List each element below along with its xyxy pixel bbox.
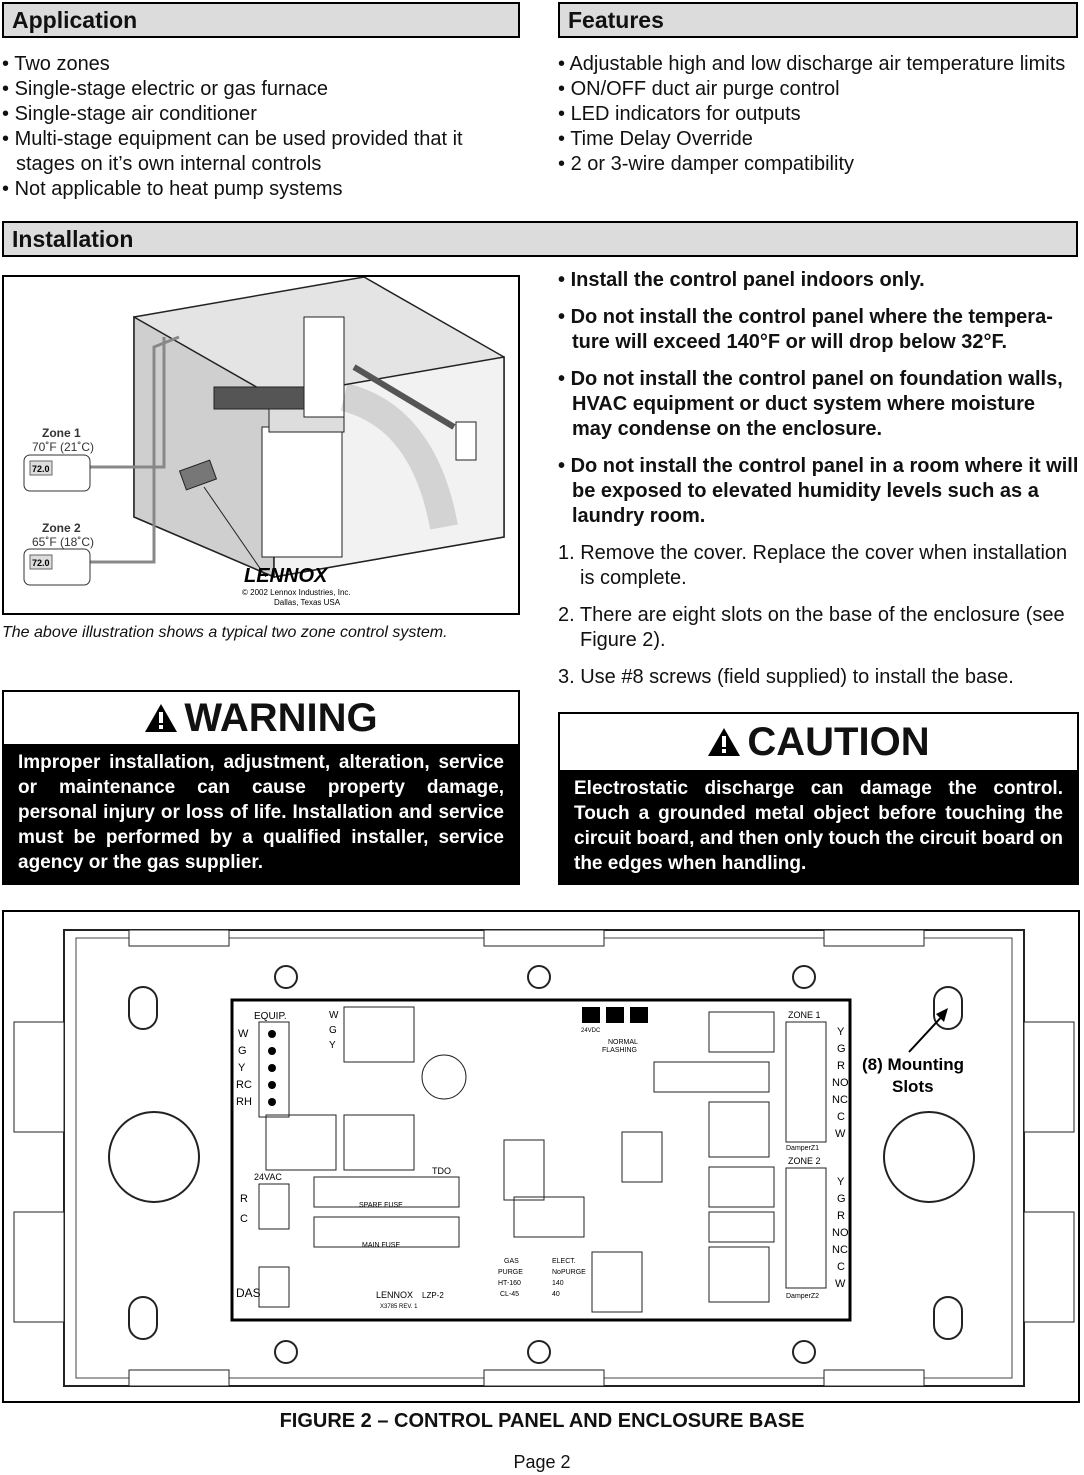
terminal-label: G	[238, 1045, 247, 1057]
copyright: © 2002 Lennox Industries, Inc.	[242, 588, 351, 597]
figure-2: EQUIP. W G Y RC RH W G Y SPARE FUSE MAIN…	[2, 910, 1080, 1403]
zone1-temp: 70˚F (21˚C)	[32, 440, 94, 454]
switch-label: PURGE	[498, 1269, 523, 1276]
switch-label: ELECT.	[552, 1258, 576, 1265]
damper2-label: DamperZ2	[786, 1293, 819, 1300]
illustration-caption: The above illustration shows a typical t…	[2, 624, 448, 641]
list-item: • Do not install the control panel in a …	[558, 455, 1079, 527]
terminal-label: C	[240, 1213, 248, 1225]
damper1-label: DamperZ1	[786, 1145, 819, 1152]
switch-label: GAS	[504, 1258, 519, 1265]
list-item: Single-stage air conditioner	[2, 102, 502, 127]
zone1-terminals: Y G R NO NC C W	[832, 1026, 849, 1140]
terminal-label: RC	[236, 1079, 252, 1091]
vac-label: 24VAC	[254, 1172, 282, 1182]
lennox-logo: LENNOX	[244, 565, 329, 587]
features-heading: Features	[558, 2, 1078, 38]
features-list: Adjustable high and low discharge air te…	[558, 52, 1084, 177]
terminal-label: W	[835, 1278, 846, 1290]
list-item: 2. There are eight slots on the base of …	[558, 604, 1065, 651]
warning-title: WARNING	[4, 692, 518, 744]
board-rev: X3785 REV. 1	[380, 1304, 418, 1310]
terminal-label: NO	[832, 1227, 849, 1239]
terminal-label: Y	[837, 1176, 845, 1188]
caution-title: CAUTION	[560, 714, 1077, 770]
relay-label: W	[329, 1010, 339, 1021]
zone2-terminals: Y G R NO NC C W	[832, 1176, 849, 1290]
city: Dallas, Texas USA	[274, 598, 341, 607]
terminal-label: RH	[236, 1096, 252, 1108]
zone1-label: ZONE 1	[788, 1010, 821, 1020]
warning-text: Improper installation, adjustment, alter…	[4, 744, 518, 883]
mounting-slots-callout: (8) Mounting	[862, 1055, 964, 1074]
terminal-label: G	[837, 1043, 846, 1055]
terminal-label: W	[238, 1028, 249, 1040]
caution-box: CAUTION Electrostatic discharge can dama…	[558, 712, 1079, 885]
figure-caption: FIGURE 2 – CONTROL PANEL AND ENCLOSURE B…	[279, 1410, 805, 1432]
terminal-label: R	[837, 1210, 845, 1222]
thermostat-display: 72.0	[32, 558, 50, 568]
das-label: DAS	[236, 1286, 261, 1300]
terminal-label: Y	[837, 1026, 845, 1038]
terminal-label: NO	[832, 1077, 849, 1089]
caution-text: Electrostatic discharge can damage the c…	[560, 770, 1077, 883]
board-model: LZP-2	[422, 1291, 444, 1300]
normal-label: NORMAL	[608, 1039, 638, 1046]
main-fuse-label: MAIN FUSE	[362, 1242, 400, 1249]
terminal-label: Y	[238, 1062, 246, 1074]
list-item: 1. Remove the cover. Replace the cover w…	[558, 542, 1068, 589]
board-brand: LENNOX	[376, 1290, 413, 1300]
list-item: • Do not install the control panel where…	[558, 306, 1053, 353]
thermostat-display: 72.0	[32, 464, 50, 474]
list-item: Adjustable high and low discharge air te…	[558, 52, 1084, 77]
zone2-label: ZONE 2	[788, 1156, 821, 1166]
warning-icon	[708, 728, 741, 756]
switch-label: HT-160	[498, 1280, 521, 1287]
list-item: 3. Use #8 screws (field supplied) to ins…	[558, 666, 1014, 688]
installation-heading: Installation	[2, 221, 1078, 257]
list-item: Not applicable to heat pump systems	[2, 177, 502, 202]
list-item: 2 or 3-wire damper compatibility	[558, 152, 1084, 177]
list-item: • Install the control panel indoors only…	[558, 269, 925, 291]
warning-icon	[145, 704, 178, 732]
installation-steps: • Install the control panel indoors only…	[558, 268, 1080, 702]
page-number: Page 2	[513, 1452, 571, 1472]
two-zone-illustration: 72.0 72.0 Zone 1 70˚F (21˚C) Zone 2 65˚F…	[2, 275, 520, 615]
switch-label: CL-45	[500, 1291, 519, 1298]
flashing-label: FLASHING	[602, 1047, 637, 1054]
list-item: Multi-stage equipment can be used provid…	[2, 127, 502, 177]
zone1-label: Zone 1	[42, 426, 81, 440]
terminal-label: NC	[832, 1244, 848, 1256]
switch-label: NoPURGE	[552, 1269, 586, 1276]
list-item: Single-stage electric or gas furnace	[2, 77, 502, 102]
relay-label: Y	[329, 1040, 336, 1051]
warning-box: WARNING Improper installation, adjustmen…	[2, 690, 520, 885]
list-item: Time Delay Override	[558, 127, 1084, 152]
list-item: Two zones	[2, 52, 502, 77]
switch-label: 140	[552, 1280, 564, 1287]
switch-label: 40	[552, 1291, 560, 1298]
vdc-label: 24VDC	[581, 1028, 601, 1034]
terminal-label: NC	[832, 1094, 848, 1106]
terminal-label: R	[240, 1193, 248, 1205]
terminal-label: W	[835, 1128, 846, 1140]
equip-label: EQUIP.	[254, 1011, 287, 1022]
terminal-label: C	[837, 1261, 845, 1273]
zone2-label: Zone 2	[42, 521, 81, 535]
terminal-label: R	[837, 1060, 845, 1072]
application-list: Two zones Single-stage electric or gas f…	[2, 52, 502, 202]
list-item: LED indicators for outputs	[558, 102, 1084, 127]
zone2-temp: 65˚F (18˚C)	[32, 535, 94, 549]
relay-label: G	[329, 1025, 337, 1036]
mounting-slots-callout: Slots	[892, 1077, 934, 1096]
application-heading: Application	[2, 2, 520, 38]
terminal-label: G	[837, 1193, 846, 1205]
tdo-label: TDO	[432, 1166, 451, 1176]
list-item: • Do not install the control panel on fo…	[558, 368, 1063, 440]
spare-fuse-label: SPARE FUSE	[359, 1202, 403, 1209]
terminal-label: C	[837, 1111, 845, 1123]
list-item: ON/OFF duct air purge control	[558, 77, 1084, 102]
